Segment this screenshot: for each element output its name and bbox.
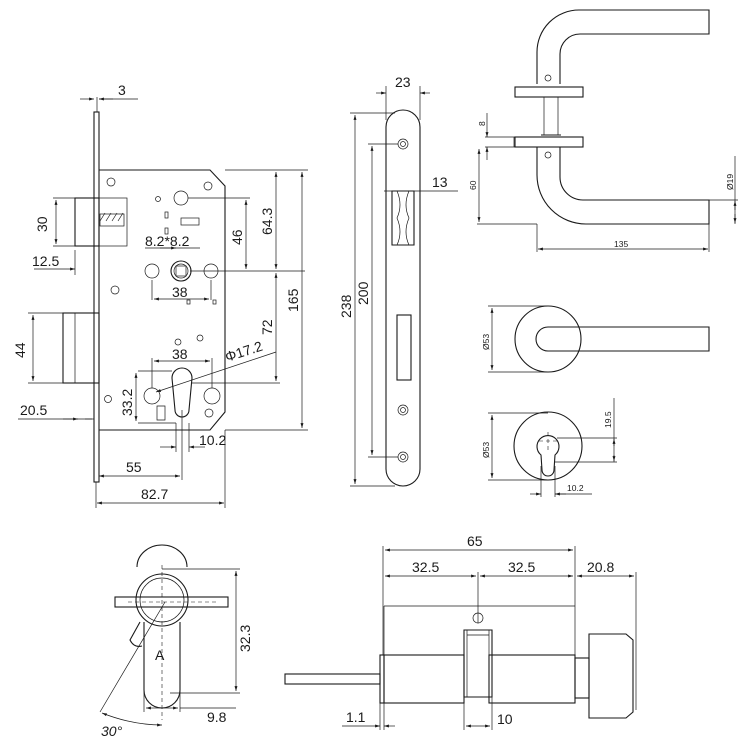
dim-rose-diameter: Ø53	[481, 334, 491, 350]
knob-top	[136, 544, 188, 568]
dim-handle-length: 135	[614, 239, 628, 249]
rose-upper	[514, 86, 584, 98]
dim-cylinder-total-length: 65	[467, 533, 483, 549]
handle-upper	[536, 9, 710, 84]
screw-hole	[397, 138, 409, 150]
keyhole	[536, 434, 560, 477]
cam	[463, 629, 493, 698]
dim-cam-angle: 30°	[101, 723, 123, 739]
cylinder-left-half	[383, 654, 465, 704]
dim-cylinder-hole-spacing: 38	[172, 346, 188, 362]
dim-flange: 1.1	[346, 709, 366, 725]
dim-rose-thickness: 8	[477, 121, 487, 126]
latch-spring	[99, 212, 124, 222]
rose-circle	[514, 305, 582, 373]
faceplate-outline	[385, 109, 421, 487]
dim-cylinder-diameter: Φ17.2	[223, 338, 265, 365]
dim-screw-spacing: 200	[355, 281, 371, 305]
latch-opening	[391, 190, 415, 246]
escutcheon-view: Ø53 19.5 10.2	[481, 398, 617, 497]
dim-body-depth: 82.7	[141, 486, 168, 502]
cam-lever	[129, 621, 143, 647]
cam-bar	[114, 596, 229, 608]
dead-bolt	[62, 312, 100, 384]
screw-hole	[173, 190, 189, 206]
screw-hole	[144, 263, 160, 279]
dim-backset: 55	[126, 459, 142, 475]
dim-faceplate-latch-width: 13	[432, 174, 448, 190]
faceplate-front-view: 23 13 238 200	[338, 74, 458, 487]
dim-cylinder-left-half: 32.5	[412, 559, 439, 575]
cylinder-flange	[379, 654, 385, 704]
knob-neck	[574, 657, 590, 699]
handle-lever	[535, 326, 710, 352]
cylinder-side-view: 65 32.5 32.5 20.8 1.1 10	[284, 533, 637, 730]
dim-cam-width: 10	[497, 711, 513, 727]
latch-bolt	[74, 197, 100, 247]
handle-top-view: Ø53	[481, 305, 710, 373]
dim-cylinder-height: 33.2	[119, 389, 135, 416]
dim-bolt-height: 44	[12, 342, 28, 358]
cylinder-logo: A	[155, 647, 165, 663]
dim-handle-height: 60	[468, 180, 478, 190]
rose-lower	[514, 136, 584, 148]
dim-escutcheon-diameter: Ø53	[481, 442, 491, 458]
bolt-opening	[396, 314, 412, 381]
handle-lower	[536, 147, 710, 225]
cylinder-cutout	[171, 367, 193, 418]
dim-cylinder-width: 10.2	[199, 432, 226, 448]
dim-cylinder-right-half: 32.5	[508, 559, 535, 575]
dim-spindle-to-cylinder: 72	[259, 319, 275, 335]
dim-bolt-projection: 20.5	[20, 402, 47, 418]
dim-latch-height: 30	[34, 216, 50, 232]
dim-faceplate-width: 23	[395, 74, 411, 90]
thumb-knob	[588, 633, 634, 719]
faceplate-strip	[93, 111, 100, 483]
dim-grip-diameter: Ø19	[725, 174, 735, 190]
dim-spindle-hole-spacing: 38	[172, 284, 188, 300]
cylinder-front-view: A 32.3 9.8 30°	[99, 544, 253, 739]
handle-side-view: 8 60 135 Ø19	[468, 9, 738, 252]
lock-case	[99, 169, 226, 431]
dim-faceplate-thickness: 3	[118, 82, 126, 98]
dim-body-height: 165	[285, 288, 301, 312]
dim-spindle-top-inner: 46	[229, 229, 245, 245]
dim-cylinder-height: 32.3	[237, 625, 253, 652]
screw-hole	[397, 451, 409, 463]
dim-spindle-top: 64.3	[259, 208, 275, 235]
dim-cylinder-half-width: 9.8	[207, 709, 227, 725]
dim-latch-projection: 12.5	[32, 253, 59, 269]
screw-hole	[143, 387, 161, 405]
screw-hole	[203, 387, 221, 405]
cylinder-right-half	[488, 654, 576, 704]
dim-keyhole-height: 19.5	[603, 411, 613, 428]
lock-body-view: 3 30 12.5 8.2*8.2 46 64.3 165 38 72 Φ17.…	[12, 82, 308, 508]
spindle-bar	[284, 673, 381, 685]
dim-knob-length: 20.8	[587, 559, 614, 575]
spindle	[543, 96, 559, 136]
dim-keyhole-width: 10.2	[567, 483, 584, 493]
dim-spindle-square: 8.2*8.2	[145, 233, 190, 249]
dim-faceplate-length: 238	[338, 294, 354, 318]
